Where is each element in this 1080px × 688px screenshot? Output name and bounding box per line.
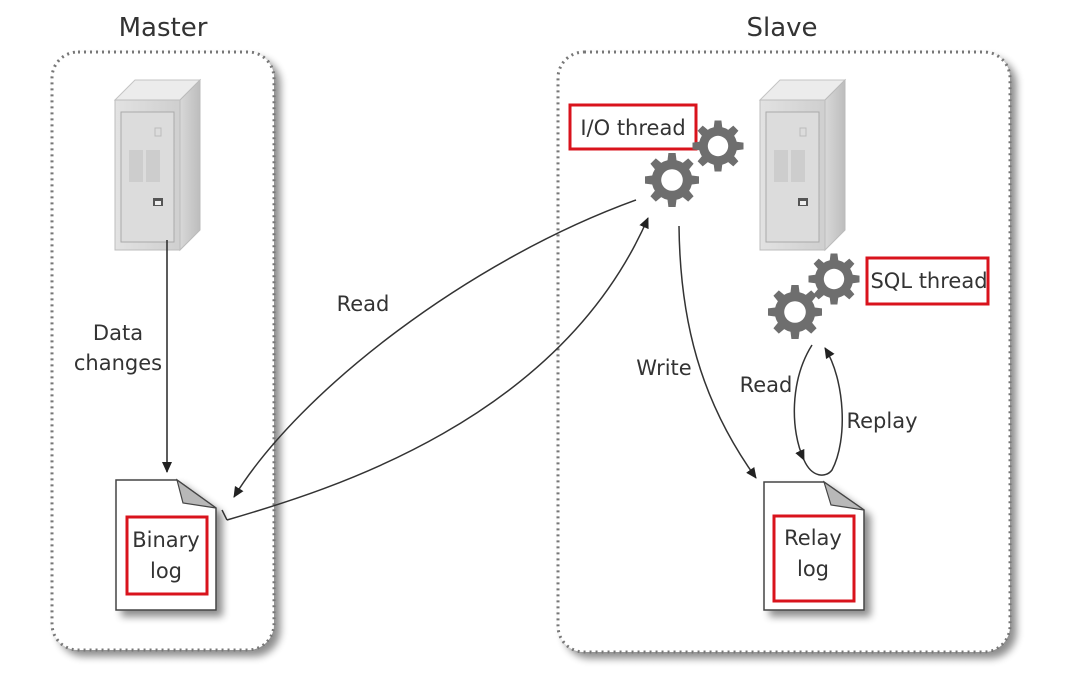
binary-log-label-line1: Binary <box>132 528 199 552</box>
data-changes-label-line1: Data <box>93 321 143 345</box>
write-arrow <box>678 225 757 479</box>
master-title: Master <box>119 13 208 43</box>
binary-log-label-line2: log <box>150 559 182 583</box>
io-thread-highlight <box>568 103 698 151</box>
io-thread-gear-small-icon <box>692 120 744 172</box>
sql-thread-highlight <box>865 256 990 306</box>
io-thread-label: I/O thread <box>580 116 685 140</box>
relay-log-label-line1: Relay <box>784 526 842 550</box>
slave-server-icon <box>759 79 846 251</box>
data-changes-label-line2: changes <box>74 351 162 375</box>
relay-log-document <box>763 480 865 611</box>
sql-thread-gear-small-icon <box>808 253 860 305</box>
relay-read-label: Read <box>740 373 793 397</box>
relay-read-arrow <box>793 344 813 461</box>
replay-label: Replay <box>846 409 917 433</box>
link-read-label: Read <box>337 292 390 316</box>
write-label: Write <box>636 356 691 380</box>
relay-log-highlight <box>772 514 856 603</box>
read-request-arrow <box>233 199 637 498</box>
slave-title: Slave <box>746 13 817 43</box>
read-response-arrow <box>226 217 649 521</box>
sql-thread-label: SQL thread <box>870 269 987 293</box>
master-server-icon <box>114 79 201 251</box>
binary-log-document <box>115 478 217 611</box>
binary-log-highlight <box>125 515 209 596</box>
relay-log-label-line2: log <box>797 557 829 581</box>
master-container <box>50 50 276 652</box>
replay-arrow <box>803 347 843 476</box>
